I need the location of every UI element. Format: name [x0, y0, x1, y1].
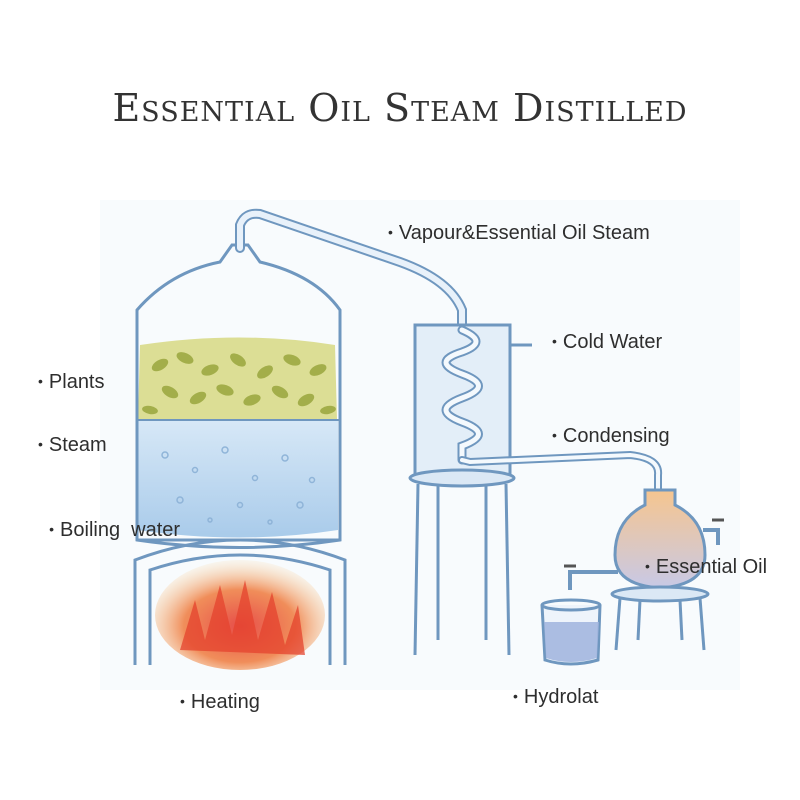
bullet-icon: • — [645, 558, 650, 574]
bullet-icon: • — [552, 333, 557, 349]
label-steam-text: Steam — [48, 434, 107, 456]
hydrolat-beaker — [540, 598, 602, 666]
label-vapour: • Vapour&Essential Oil Steam — [388, 222, 650, 245]
bullet-icon: • — [513, 688, 518, 704]
bullet-icon: • — [49, 521, 55, 537]
label-hydrolat: • Hydrolat — [513, 686, 598, 709]
label-cold-water-text: Cold Water — [562, 331, 663, 353]
condenser — [408, 323, 532, 656]
label-heating-text: Heating — [190, 691, 260, 713]
bullet-icon: • — [180, 693, 185, 709]
bullet-icon: • — [38, 436, 43, 452]
fire — [155, 560, 325, 670]
label-boiling-water: • Boiling water — [38, 496, 180, 542]
label-heating: • Heating — [180, 691, 260, 714]
still-vessel — [135, 243, 342, 549]
label-condensing-text: Condensing — [562, 425, 670, 447]
separator-flask — [564, 488, 724, 651]
label-steam: • Steam — [38, 434, 107, 457]
diagram-title: Essential Oil Steam Distilled — [112, 86, 688, 130]
label-vapour-text: Vapour&Essential Oil Steam — [398, 222, 650, 244]
label-hydrolat-text: Hydrolat — [523, 686, 599, 708]
label-plants-text: Plants — [48, 371, 105, 393]
label-boiling-water-text: Boiling water — [60, 519, 181, 541]
bullet-icon: • — [38, 373, 43, 389]
label-condensing: • Condensing — [552, 425, 670, 448]
label-essential-oil: • Essential Oil — [645, 556, 767, 579]
bullet-icon: • — [552, 427, 557, 443]
label-essential-oil-text: Essential Oil — [655, 556, 768, 578]
bullet-icon: • — [388, 224, 393, 240]
label-cold-water: • Cold Water — [552, 331, 662, 354]
label-plants: • Plants — [38, 371, 105, 394]
